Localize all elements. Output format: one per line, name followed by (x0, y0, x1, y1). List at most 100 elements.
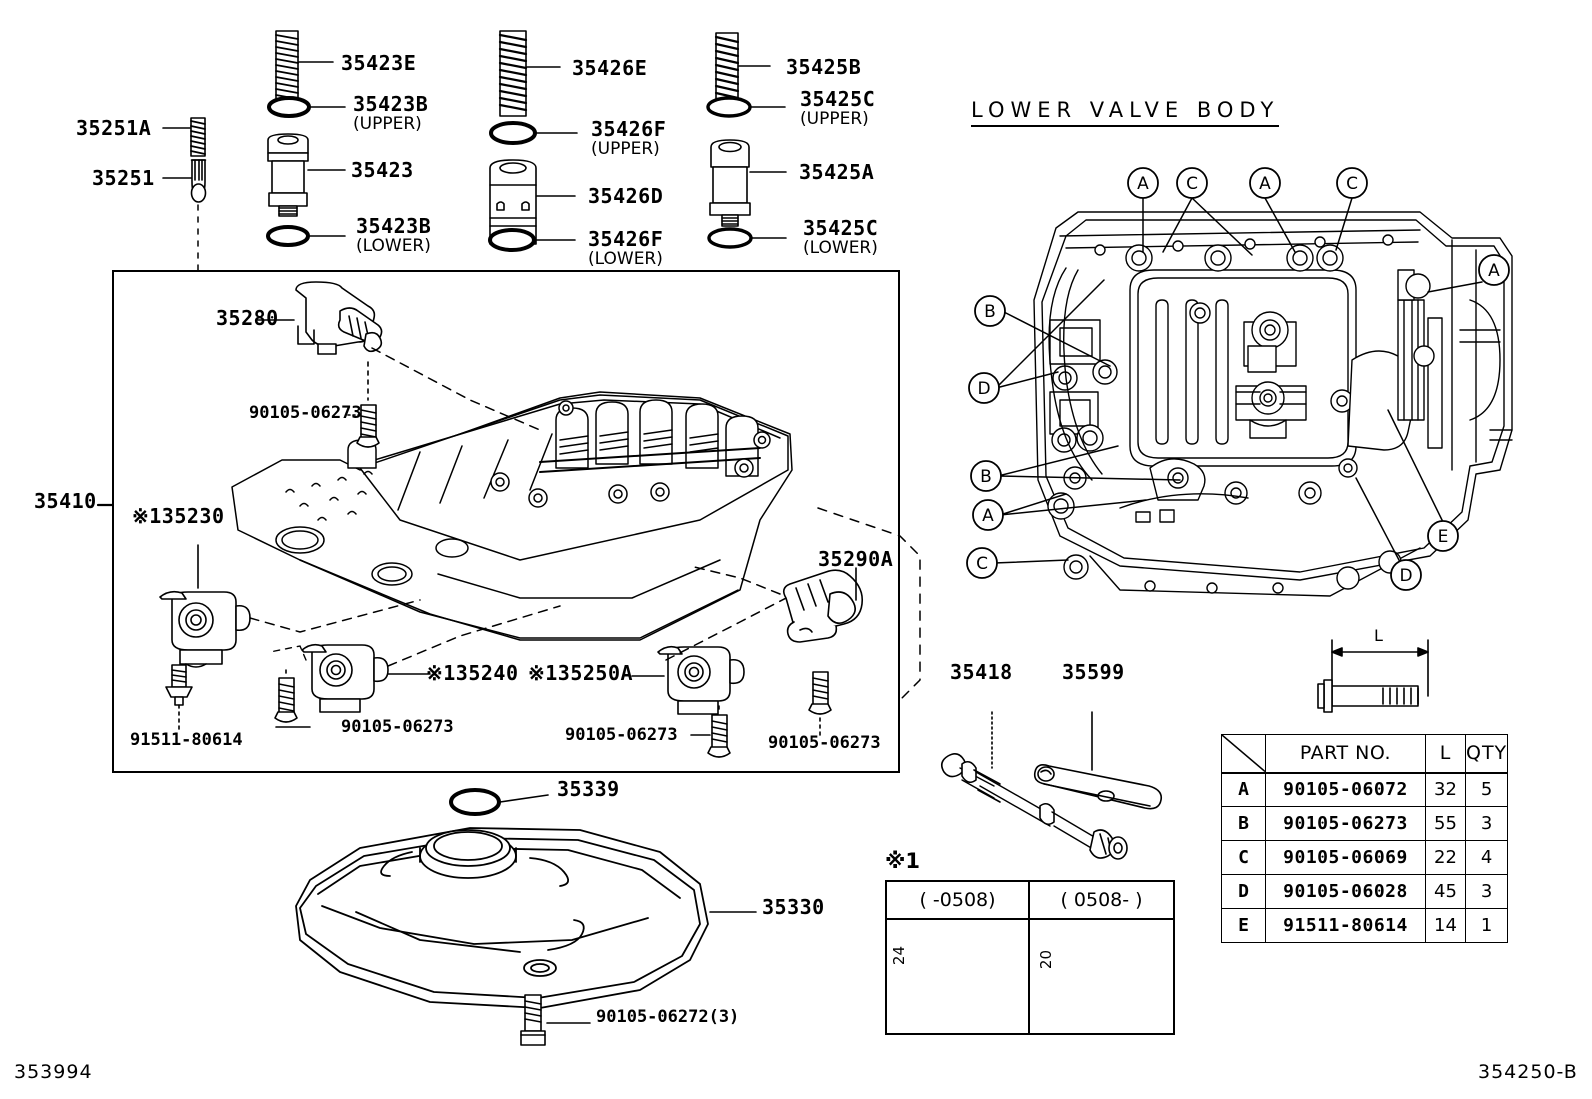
label-35423b-lower: 35423B (356, 214, 432, 238)
svg-text:E: E (1438, 527, 1449, 547)
label-35425c-lower-sub: (LOWER) (803, 238, 878, 258)
table-cell-qty: 3 (1464, 874, 1509, 909)
label-bolt-90105-06273-b: 90105-06273 (341, 717, 454, 737)
label-35330: 35330 (762, 895, 825, 919)
label-35425b: 35425B (786, 55, 862, 79)
label-35423b-upper: 35423B (353, 92, 429, 116)
label-35339: 35339 (557, 777, 620, 801)
label-35423b-lower-sub: (LOWER) (356, 236, 431, 256)
label-bolt-length-l: L (1374, 626, 1383, 645)
callout-circle-e: E (1427, 520, 1459, 552)
label-135240: ※135240 (426, 661, 519, 685)
label-35426d: 35426D (588, 184, 664, 208)
label-35425a: 35425A (799, 160, 875, 184)
part-35418-tube (940, 752, 1128, 860)
part-35339-gasket (449, 788, 501, 816)
table-cell-key: D (1221, 874, 1266, 909)
table-cell-l: 55 (1425, 806, 1466, 841)
table-corner-cell (1221, 734, 1266, 774)
label-35423b-upper-sub: (UPPER) (353, 114, 422, 134)
svg-text:B: B (984, 302, 996, 322)
label-35426f-lower-sub: (LOWER) (588, 249, 663, 269)
label-35290a: 35290A (818, 547, 894, 571)
heading-lower-valve-body: LOWER VALVE BODY (971, 98, 1280, 127)
callout-circle-c: C (966, 547, 998, 579)
table-cell-qty: 3 (1464, 806, 1509, 841)
svg-text:A: A (1137, 174, 1149, 194)
lower-valve-body-drawing (1033, 211, 1513, 597)
label-35280: 35280 (216, 306, 279, 330)
label-35426f-upper-sub: (UPPER) (591, 139, 660, 159)
part-35426d-sleeve (489, 159, 537, 245)
table-cell-key: B (1221, 806, 1266, 841)
label-35599: 35599 (1062, 660, 1125, 684)
note-1-figure-right (1030, 920, 1173, 1033)
callout-circle-c: C (1336, 167, 1368, 199)
note-1-range-left: ( -0508) (887, 882, 1030, 918)
callout-circle-c: C (1176, 167, 1208, 199)
part-35251-valve (190, 159, 207, 203)
table-cell-part-no: 91511-80614 (1265, 908, 1426, 943)
svg-text:C: C (1186, 174, 1198, 194)
part-35425c-upper-oring (706, 96, 752, 118)
label-bolt-90105-06273-a: 90105-06273 (249, 403, 362, 423)
part-35423b-lower-oring (266, 225, 310, 247)
svg-text:A: A (1488, 261, 1500, 281)
label-35426f-lower: 35426F (588, 227, 664, 251)
note-1-star: ※1 (885, 849, 921, 873)
table-cell-qty: 5 (1464, 772, 1509, 807)
note-1-figure-left (887, 920, 1030, 1033)
label-135230: ※135230 (132, 504, 225, 528)
part-35426e-spring (498, 30, 528, 117)
table-cell-l: 45 (1425, 874, 1466, 909)
label-35410: 35410 (34, 489, 97, 513)
note-1-dim-right: 20 (1037, 950, 1055, 970)
table-cell-part-no: 90105-06028 (1265, 874, 1426, 909)
table-header-l: L (1425, 734, 1466, 774)
label-bolt-90105-06273-d: 90105-06273 (768, 733, 881, 753)
callout-circle-b: B (974, 295, 1006, 327)
part-35423-valve (267, 133, 309, 217)
bolt-90105-06272 (520, 994, 546, 1046)
note-1-range-right: ( 0508- ) (1060, 889, 1143, 911)
table-cell-key: E (1221, 908, 1266, 943)
label-35425c-upper: 35425C (800, 87, 876, 111)
part-35423e-spring (275, 30, 299, 110)
part-35426f-upper-oring (489, 121, 537, 145)
label-35251a: 35251A (76, 116, 152, 140)
table-cell-l: 32 (1425, 772, 1466, 807)
table-header-qty: QTY (1464, 734, 1509, 774)
label-35425c-upper-sub: (UPPER) (800, 109, 869, 129)
note-1-box: ( -0508) ( 0508- ) (885, 880, 1175, 1035)
table-header-part-no: PART NO. (1265, 734, 1426, 774)
table-cell-qty: 1 (1464, 908, 1509, 943)
label-35426e: 35426E (572, 56, 648, 80)
table-cell-part-no: 90105-06072 (1265, 772, 1426, 807)
part-35425a-plunger (709, 139, 751, 227)
callout-circle-a: A (972, 499, 1004, 531)
svg-text:D: D (977, 379, 990, 399)
callout-circle-a: A (1127, 167, 1159, 199)
bolt-length-illustration (1317, 639, 1429, 713)
callout-circle-d: D (968, 372, 1000, 404)
callout-circle-a: A (1478, 254, 1510, 286)
drawing-number-left: 353994 (14, 1061, 93, 1083)
svg-text:A: A (982, 506, 994, 526)
main-assembly-frame (112, 270, 900, 773)
callout-circle-d: D (1390, 559, 1422, 591)
drawing-number-right: 354250-B (1478, 1061, 1578, 1083)
svg-text:C: C (976, 554, 988, 574)
label-35423e: 35423E (341, 51, 417, 75)
label-bolt-90105-06273-c: 90105-06273 (565, 725, 678, 745)
label-35426f-upper: 35426F (591, 117, 667, 141)
part-35251a-spring (190, 117, 206, 157)
label-bolt-91511-80614: 91511-80614 (130, 730, 243, 750)
part-35426f-lower-oring (488, 228, 536, 252)
table-cell-key: C (1221, 840, 1266, 875)
